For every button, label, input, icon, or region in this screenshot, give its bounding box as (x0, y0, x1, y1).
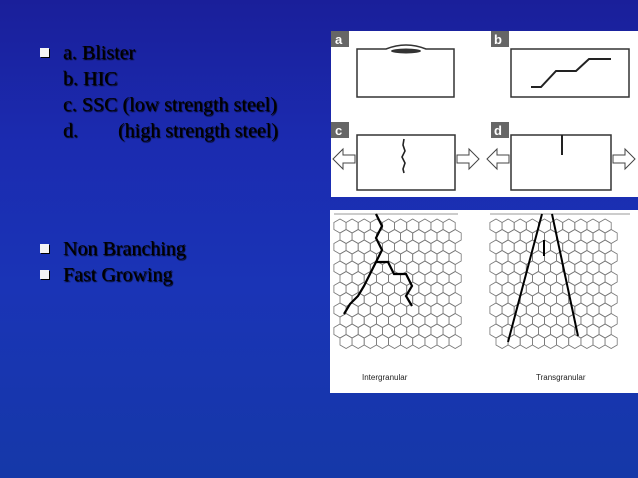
bullet-line-ssc-high: d. (high strength steel) (63, 120, 278, 142)
transgranular-caption: Transgranular (536, 373, 586, 382)
panel-label-bg-c (331, 122, 349, 138)
bullet-text-fast-growing: Fast Growing (63, 264, 173, 286)
grain-cell (556, 334, 570, 349)
grain-cell (495, 334, 509, 349)
panel-label-d: d (494, 123, 502, 138)
ssc-low-crack (401, 138, 406, 174)
hic-specimen (510, 48, 630, 98)
grain-cell (424, 334, 438, 349)
bullet-line-blister: a. Blister (63, 42, 136, 64)
grain-cell (519, 334, 533, 349)
square-bullet-icon (40, 270, 49, 279)
grain-cell (400, 334, 414, 349)
blister-mark (391, 48, 421, 54)
grain-cell (448, 334, 462, 349)
ssc-low-specimen (356, 134, 456, 191)
transgranular-grain-grid (489, 218, 618, 349)
grain-cell (604, 334, 618, 349)
panel-label-bg-b (491, 31, 509, 47)
grain-cell (436, 334, 450, 349)
panel-label-a: a (335, 32, 343, 47)
panel-label-bg-a (331, 31, 349, 47)
intergranular-grain-grid (333, 218, 462, 349)
transgranular-crack (507, 213, 543, 343)
right-arrow-icon (612, 147, 636, 171)
intergranular-crack-branch (376, 260, 414, 307)
panel-label-bg-d (491, 122, 509, 138)
grain-cell (388, 334, 401, 349)
grain-cell (544, 334, 558, 349)
grain-cell (592, 334, 606, 349)
bullet-item-fast-growing: Fast Growing (36, 262, 186, 288)
bullet-item-corrosion-types: a. Blister b. HIC c. SSC (low strength s… (36, 40, 278, 144)
grain-cell (412, 334, 426, 349)
bullet-item-non-branching: Non Branching (36, 236, 186, 262)
grain-cell (351, 334, 365, 349)
bullet-line-hic: b. HIC (63, 68, 118, 90)
left-arrow-icon (486, 147, 510, 171)
transgranular-crack (551, 213, 579, 337)
grain-structure-figure: Intergranular Transgranular (330, 210, 638, 393)
grain-cell (531, 334, 545, 349)
blister-specimen (356, 44, 455, 98)
grain-cell (568, 334, 582, 349)
hic-crack (531, 58, 611, 88)
square-bullet-icon (40, 48, 49, 57)
bullet-text-non-branching: Non Branching (63, 238, 186, 260)
bullet-group-crack-properties: Non Branching Fast Growing (36, 236, 186, 288)
grain-cell (580, 334, 594, 349)
right-arrow-icon (456, 147, 480, 171)
intergranular-caption: Intergranular (362, 373, 408, 382)
left-arrow-icon (332, 147, 356, 171)
square-bullet-icon (40, 244, 49, 253)
grain-cell (339, 334, 353, 349)
bullet-line-ssc-low: c. SSC (low strength steel) (63, 94, 277, 116)
grain-cell (363, 334, 377, 349)
panel-label-b: b (494, 32, 502, 47)
crack-types-figure: a b c d (331, 31, 638, 197)
panel-label-c: c (335, 123, 342, 138)
bullet-group-corrosion-types: a. Blister b. HIC c. SSC (low strength s… (36, 40, 278, 144)
intergranular-crack (343, 213, 384, 315)
grain-cell (376, 334, 389, 349)
